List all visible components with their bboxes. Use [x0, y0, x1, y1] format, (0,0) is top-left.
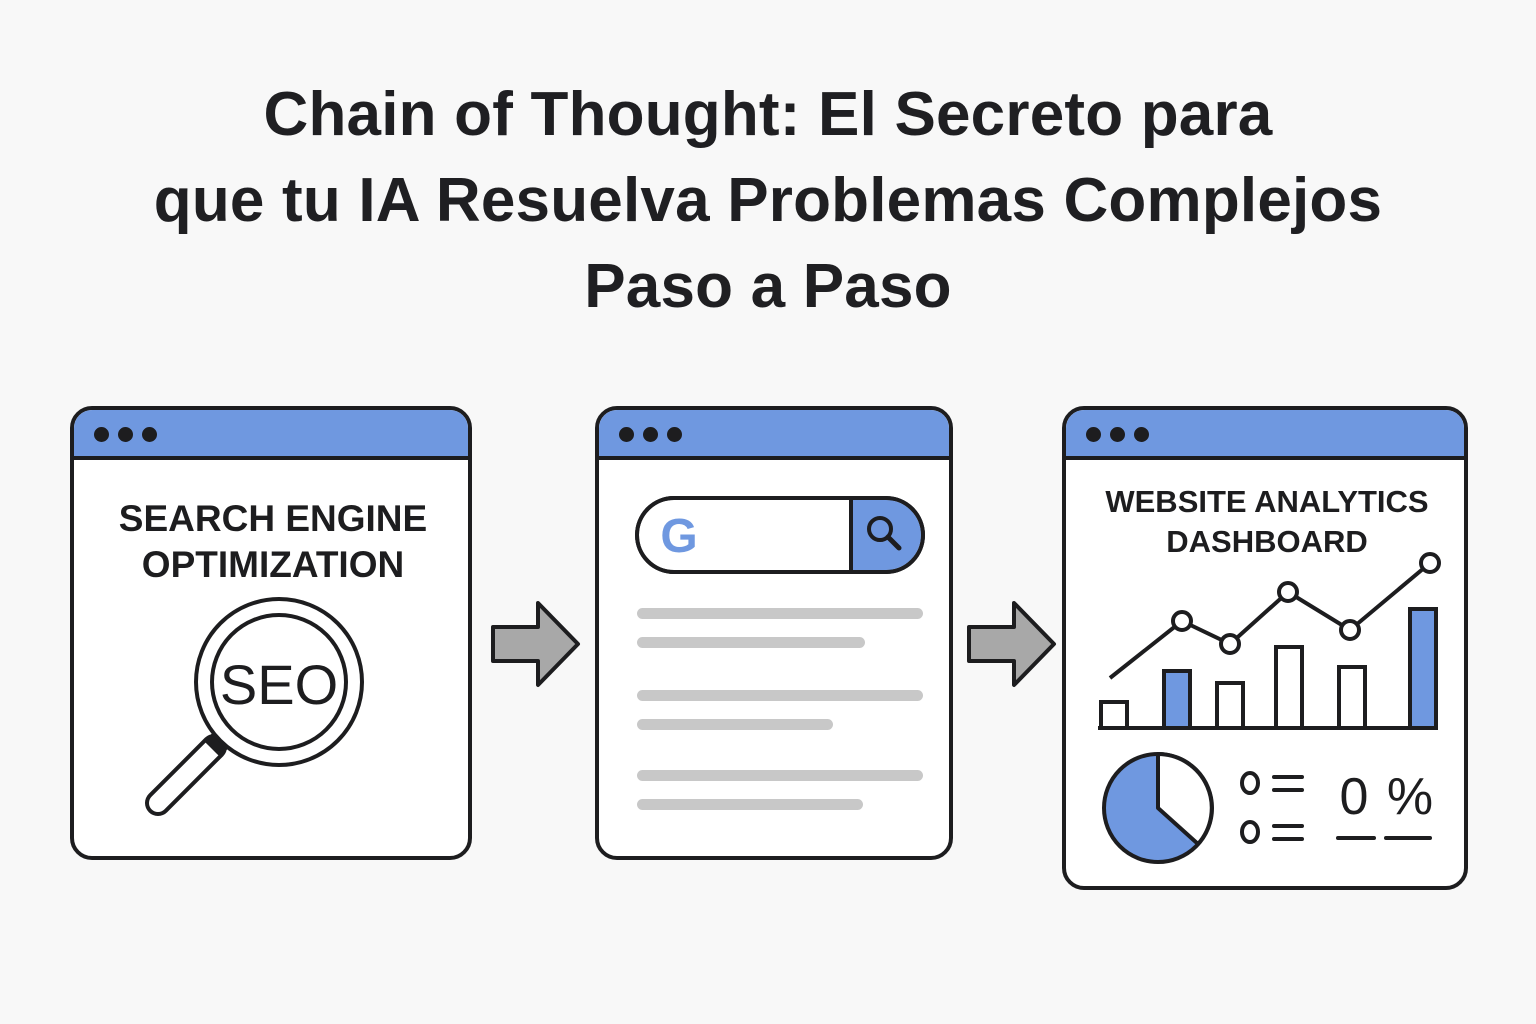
window-dot-icon [619, 427, 634, 442]
seo-badge-text: SEO [220, 653, 338, 716]
window-dot-icon [1110, 427, 1125, 442]
stat-value-text: 0 [1340, 768, 1369, 826]
window-dot-icon [1086, 427, 1101, 442]
title-line-2: que tu IA Resuelva Problemas Complejos [153, 166, 1383, 235]
title-line-1: Chain of Thought: El Secreto para [263, 80, 1273, 149]
analytics-heading: WEBSITE ANALYTICS DASHBOARD [1066, 482, 1464, 562]
analytics-heading-line-1: WEBSITE ANALYTICS [1105, 484, 1429, 519]
window-dot-icon [643, 427, 658, 442]
dashboard-illustration: 0 % [1098, 552, 1441, 864]
analytics-heading-line-2: DASHBOARD [1166, 524, 1368, 559]
search-result-placeholders [637, 608, 923, 810]
magnifier-icon: SEO [145, 597, 364, 816]
pie-chart-icon [1102, 752, 1214, 864]
seo-heading: SEARCH ENGINE OPTIMIZATION [74, 496, 468, 588]
seo-window: SEARCH ENGINE OPTIMIZATION SEO [70, 406, 472, 860]
seo-heading-line-2: OPTIMIZATION [141, 544, 405, 585]
window-dot-icon [142, 427, 157, 442]
trend-line-icon [1108, 552, 1441, 680]
window-titlebar [599, 410, 949, 460]
stat-unit-text: % [1387, 768, 1433, 826]
stats-list-icon [1240, 771, 1432, 844]
search-icon [867, 516, 902, 551]
window-dot-icon [118, 427, 133, 442]
bar-chart-icon [1099, 607, 1438, 730]
window-dot-icon [94, 427, 109, 442]
arrow-right-icon [967, 601, 1056, 687]
page-title: Chain of Thought: El Secreto para que tu… [0, 72, 1536, 330]
window-titlebar [1066, 410, 1464, 460]
window-titlebar [74, 410, 468, 460]
analytics-window: WEBSITE ANALYTICS DASHBOARD [1062, 406, 1468, 890]
search-logo-text: G [660, 510, 697, 563]
search-window: G [595, 406, 953, 860]
arrow-right-icon [491, 601, 580, 687]
title-line-3: Paso a Paso [584, 252, 952, 321]
search-results-illustration: G [635, 496, 925, 810]
window-dot-icon [667, 427, 682, 442]
window-dot-icon [1134, 427, 1149, 442]
seo-heading-line-1: SEARCH ENGINE [118, 498, 428, 539]
